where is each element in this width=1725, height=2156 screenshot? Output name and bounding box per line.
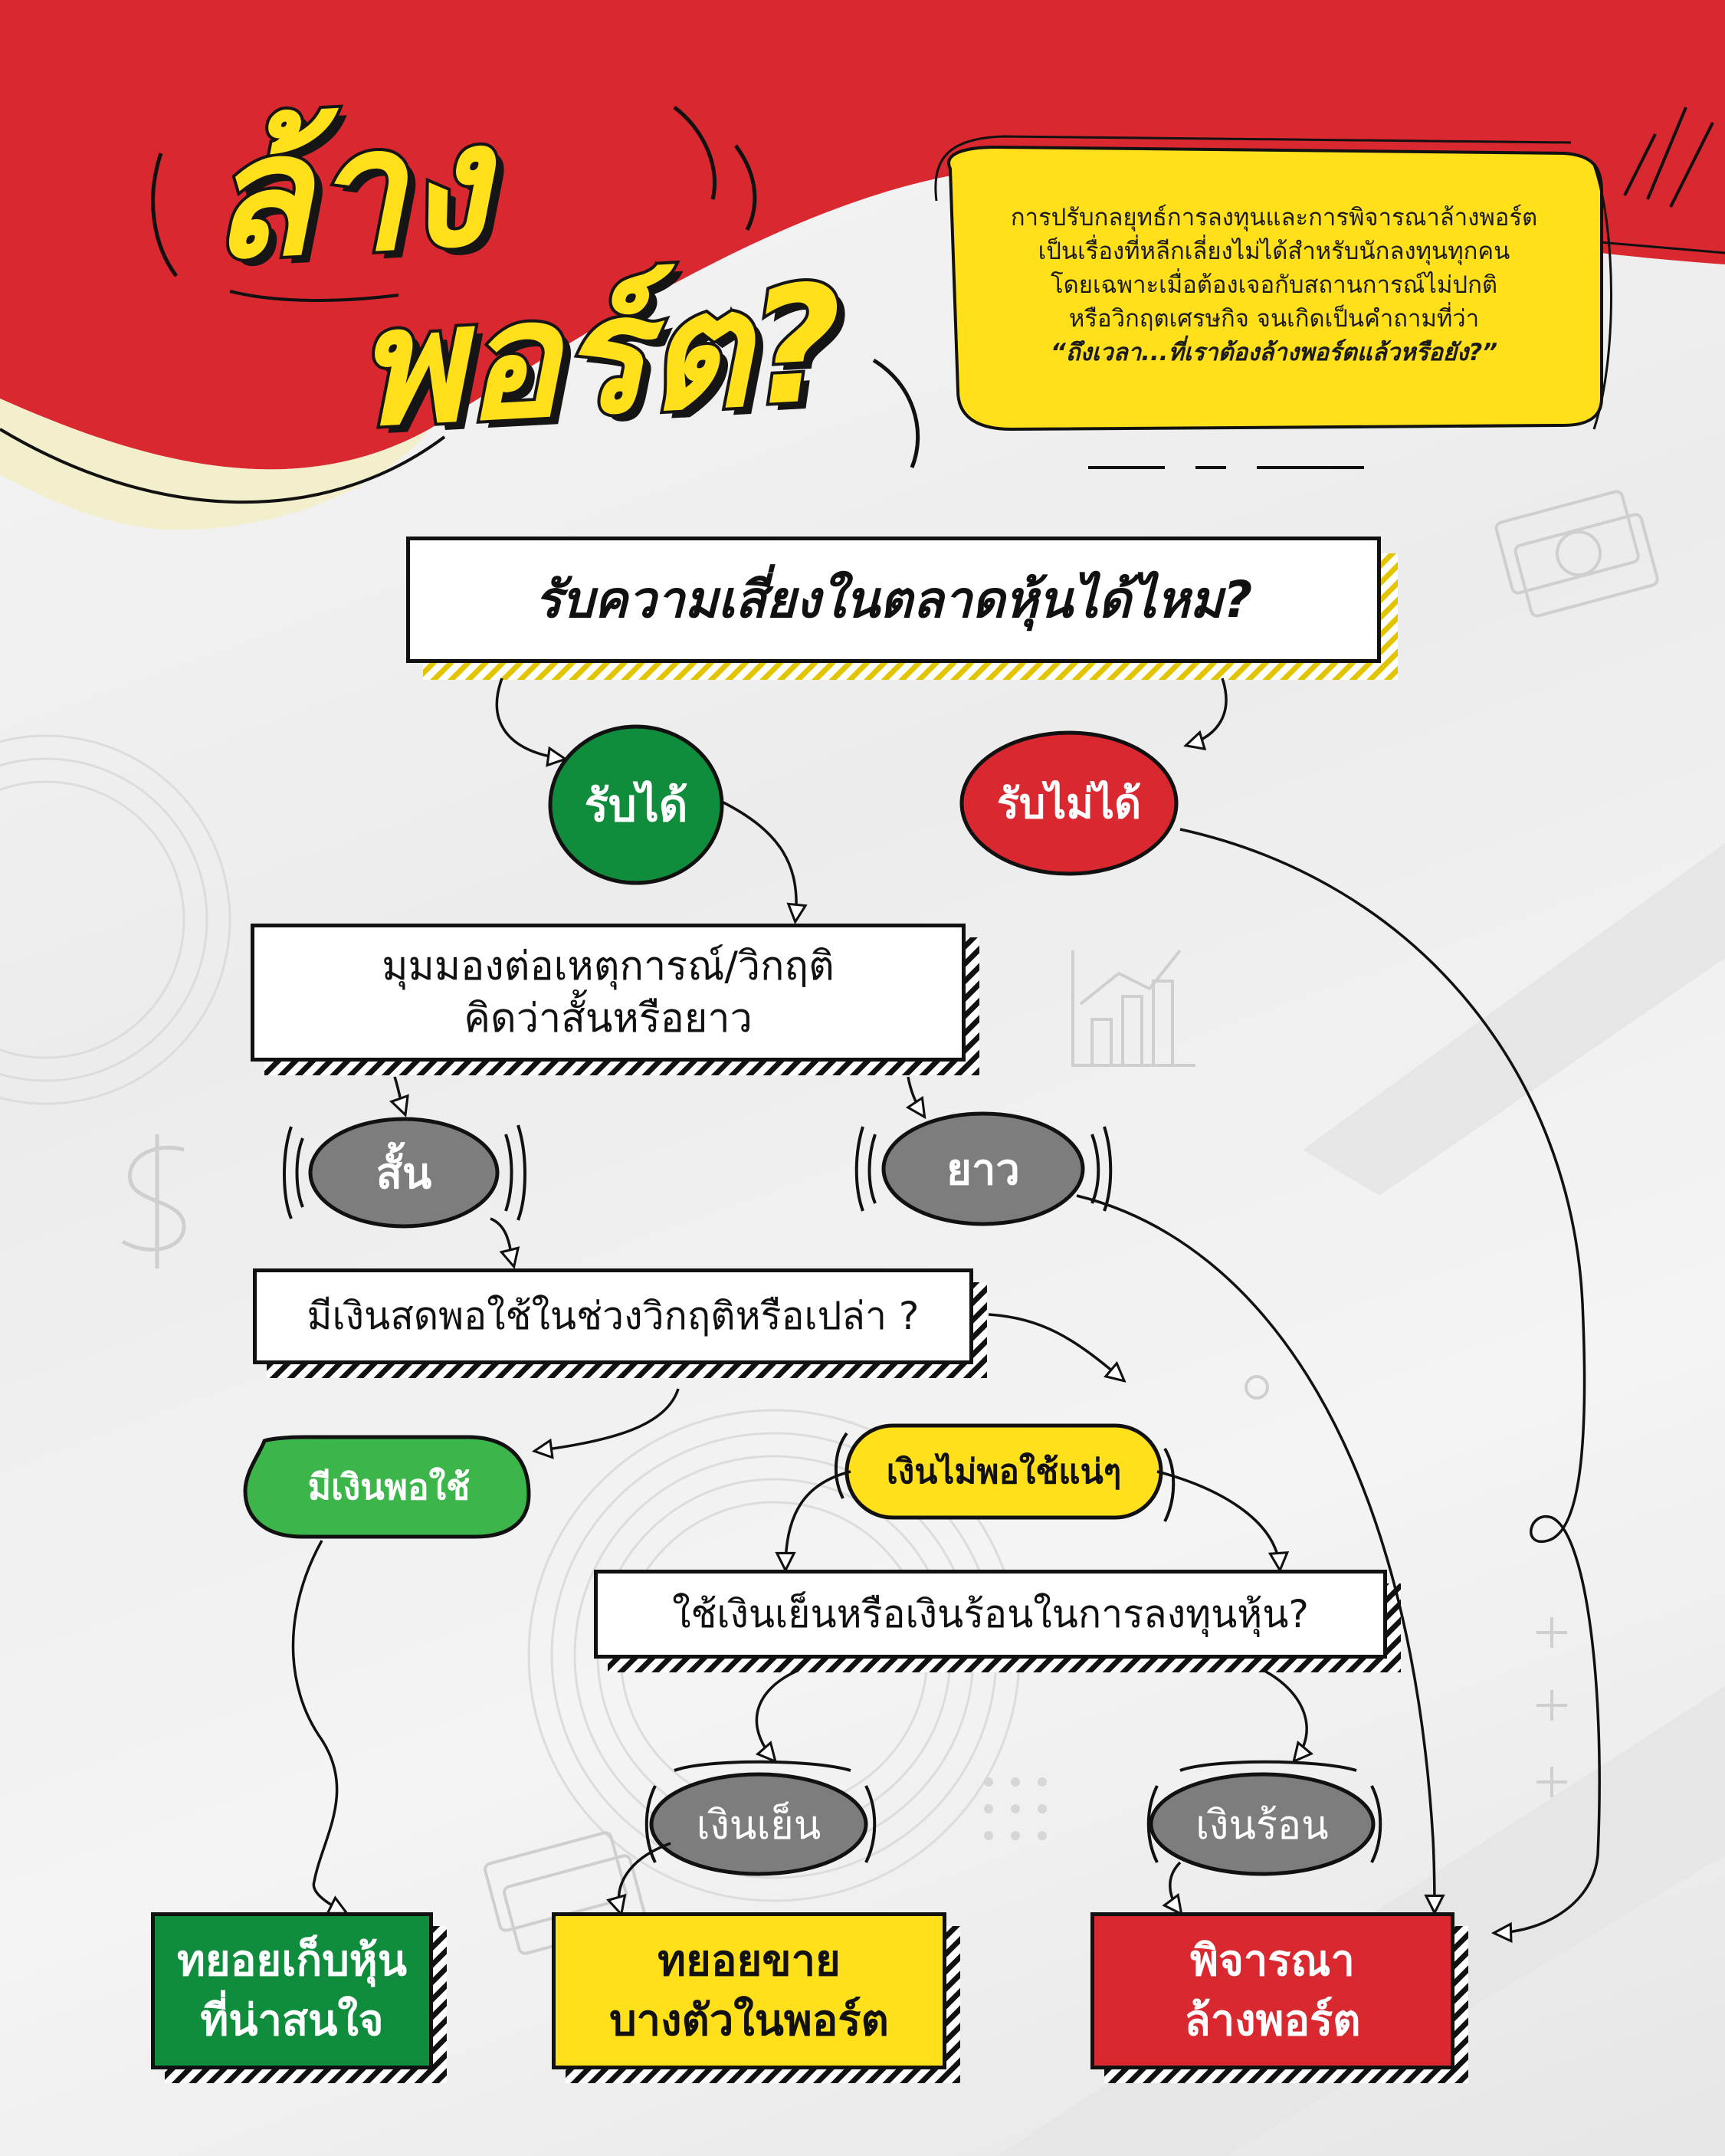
result-buy-line1: ทยอยเก็บหุ้น xyxy=(177,1935,407,1986)
intro-line: เป็นเรื่องที่หลีกเลี่ยงไม่ได้สำหรับนักลง… xyxy=(1038,238,1510,265)
result-buy-line2: ที่น่าสนใจ xyxy=(200,1995,384,2046)
result-buy-box: ทยอยเก็บหุ้น ที่น่าสนใจ xyxy=(151,1912,433,2069)
answer-accept-label: รับได้ xyxy=(584,779,688,832)
answer-short-label: สั้น xyxy=(375,1148,432,1199)
intro-text: การปรับกลยุทธ์การลงทุนและการพิจารณาล้างพ… xyxy=(954,201,1594,369)
answer-cash-yes: มีเงินพอใช้ xyxy=(249,1439,529,1535)
intro-line: หรือวิกฤตเศรษกิจ จนเกิดเป็นคำถามที่ว่า xyxy=(1068,305,1480,333)
question-risk-text: รับความเสี่ยงในตลาดหุ้นได้ไหม? xyxy=(534,570,1253,629)
pill-cold xyxy=(649,1772,868,1876)
pill-hot xyxy=(1149,1772,1376,1876)
pill-short xyxy=(308,1117,500,1229)
question-cash-text: มีเงินสดพอใช้ในช่วงวิกฤติหรือเปล่า ? xyxy=(307,1294,920,1338)
question-view-line1: มุมมองต่อเหตุการณ์/วิกฤติ xyxy=(382,943,835,989)
answer-cold-label: เงินเย็น xyxy=(696,1802,822,1849)
result-clear-line2: ล้างพอร์ต xyxy=(1184,1995,1361,2046)
header-swoosh xyxy=(0,0,1725,470)
brand-subtitle: บริษัทหลักทรัพย์ xyxy=(43,74,158,93)
brand-logo[interactable]: Z.com xyxy=(43,28,161,69)
question-money-text: ใช้เงินเย็นหรือเงินร้อนในการลงทุนหุ้น? xyxy=(672,1591,1309,1636)
result-clear-box: พิจารณา ล้างพอร์ต xyxy=(1090,1912,1454,2069)
money-bill-icon xyxy=(484,490,1659,1955)
question-view-line2: คิดว่าสั้นหรือยาว xyxy=(464,996,753,1042)
answer-cash-no: เงินไม่พอใช้แน่ๆ xyxy=(847,1426,1161,1518)
plus-icon xyxy=(1536,1617,1567,1797)
pill-cash-yes xyxy=(243,1435,531,1539)
result-clear-line1: พิจารณา xyxy=(1190,1935,1355,1986)
headline-line2: พอร์ต? xyxy=(349,247,851,466)
question-view-box: มุมมองต่อเหตุการณ์/วิกฤติ คิดว่าสั้นหรือ… xyxy=(251,924,966,1062)
pill-accept xyxy=(548,724,724,885)
answer-reject: รับไม่ได้ xyxy=(962,759,1176,848)
intro-quote: “ถึงเวลา...ที่เราต้องล้างพอร์ตแล้วหรือยั… xyxy=(1050,339,1498,366)
dollar-sign-icon xyxy=(121,1134,186,1268)
result-sell-line1: ทยอยขาย xyxy=(658,1935,841,1986)
answer-short: สั้น xyxy=(310,1127,497,1219)
question-cash-box: มีเงินสดพอใช้ในช่วงวิกฤติหรือเปล่า ? xyxy=(253,1268,973,1364)
result-sell-line2: บางตัวในพอร์ต xyxy=(609,1995,889,2046)
intro-line: โดยเฉพาะเมื่อต้องเจอกับสถานการณ์ไม่ปกติ xyxy=(1051,271,1497,299)
answer-reject-label: รับไม่ได้ xyxy=(996,779,1142,828)
headline-line1: ล้าง xyxy=(199,84,496,300)
pill-long xyxy=(881,1111,1085,1226)
answer-cash-yes-label: มีเงินพอใช้ xyxy=(307,1466,471,1508)
question-risk-box: รับความเสี่ยงในตลาดหุ้นได้ไหม? xyxy=(406,537,1381,663)
answer-hot-label: เงินร้อน xyxy=(1195,1802,1329,1849)
pill-reject xyxy=(959,730,1179,876)
result-sell-box: ทยอยขาย บางตัวในพอร์ต xyxy=(552,1912,946,2069)
answer-long: ยาว xyxy=(884,1123,1083,1215)
answer-cash-no-label: เงินไม่พอใช้แน่ๆ xyxy=(886,1452,1122,1491)
answer-long-label: ยาว xyxy=(946,1144,1020,1195)
bar-chart-icon xyxy=(1071,949,1195,1067)
intro-line: การปรับกลยุทธ์การลงทุนและการพิจารณาล้างพ… xyxy=(1010,204,1538,231)
answer-hot: เงินร้อน xyxy=(1151,1778,1373,1870)
answer-cold: เงินเย็น xyxy=(651,1778,866,1870)
answer-accept: รับได้ xyxy=(550,759,722,851)
question-money-box: ใช้เงินเย็นหรือเงินร้อนในการลงทุนหุ้น? xyxy=(594,1570,1387,1659)
